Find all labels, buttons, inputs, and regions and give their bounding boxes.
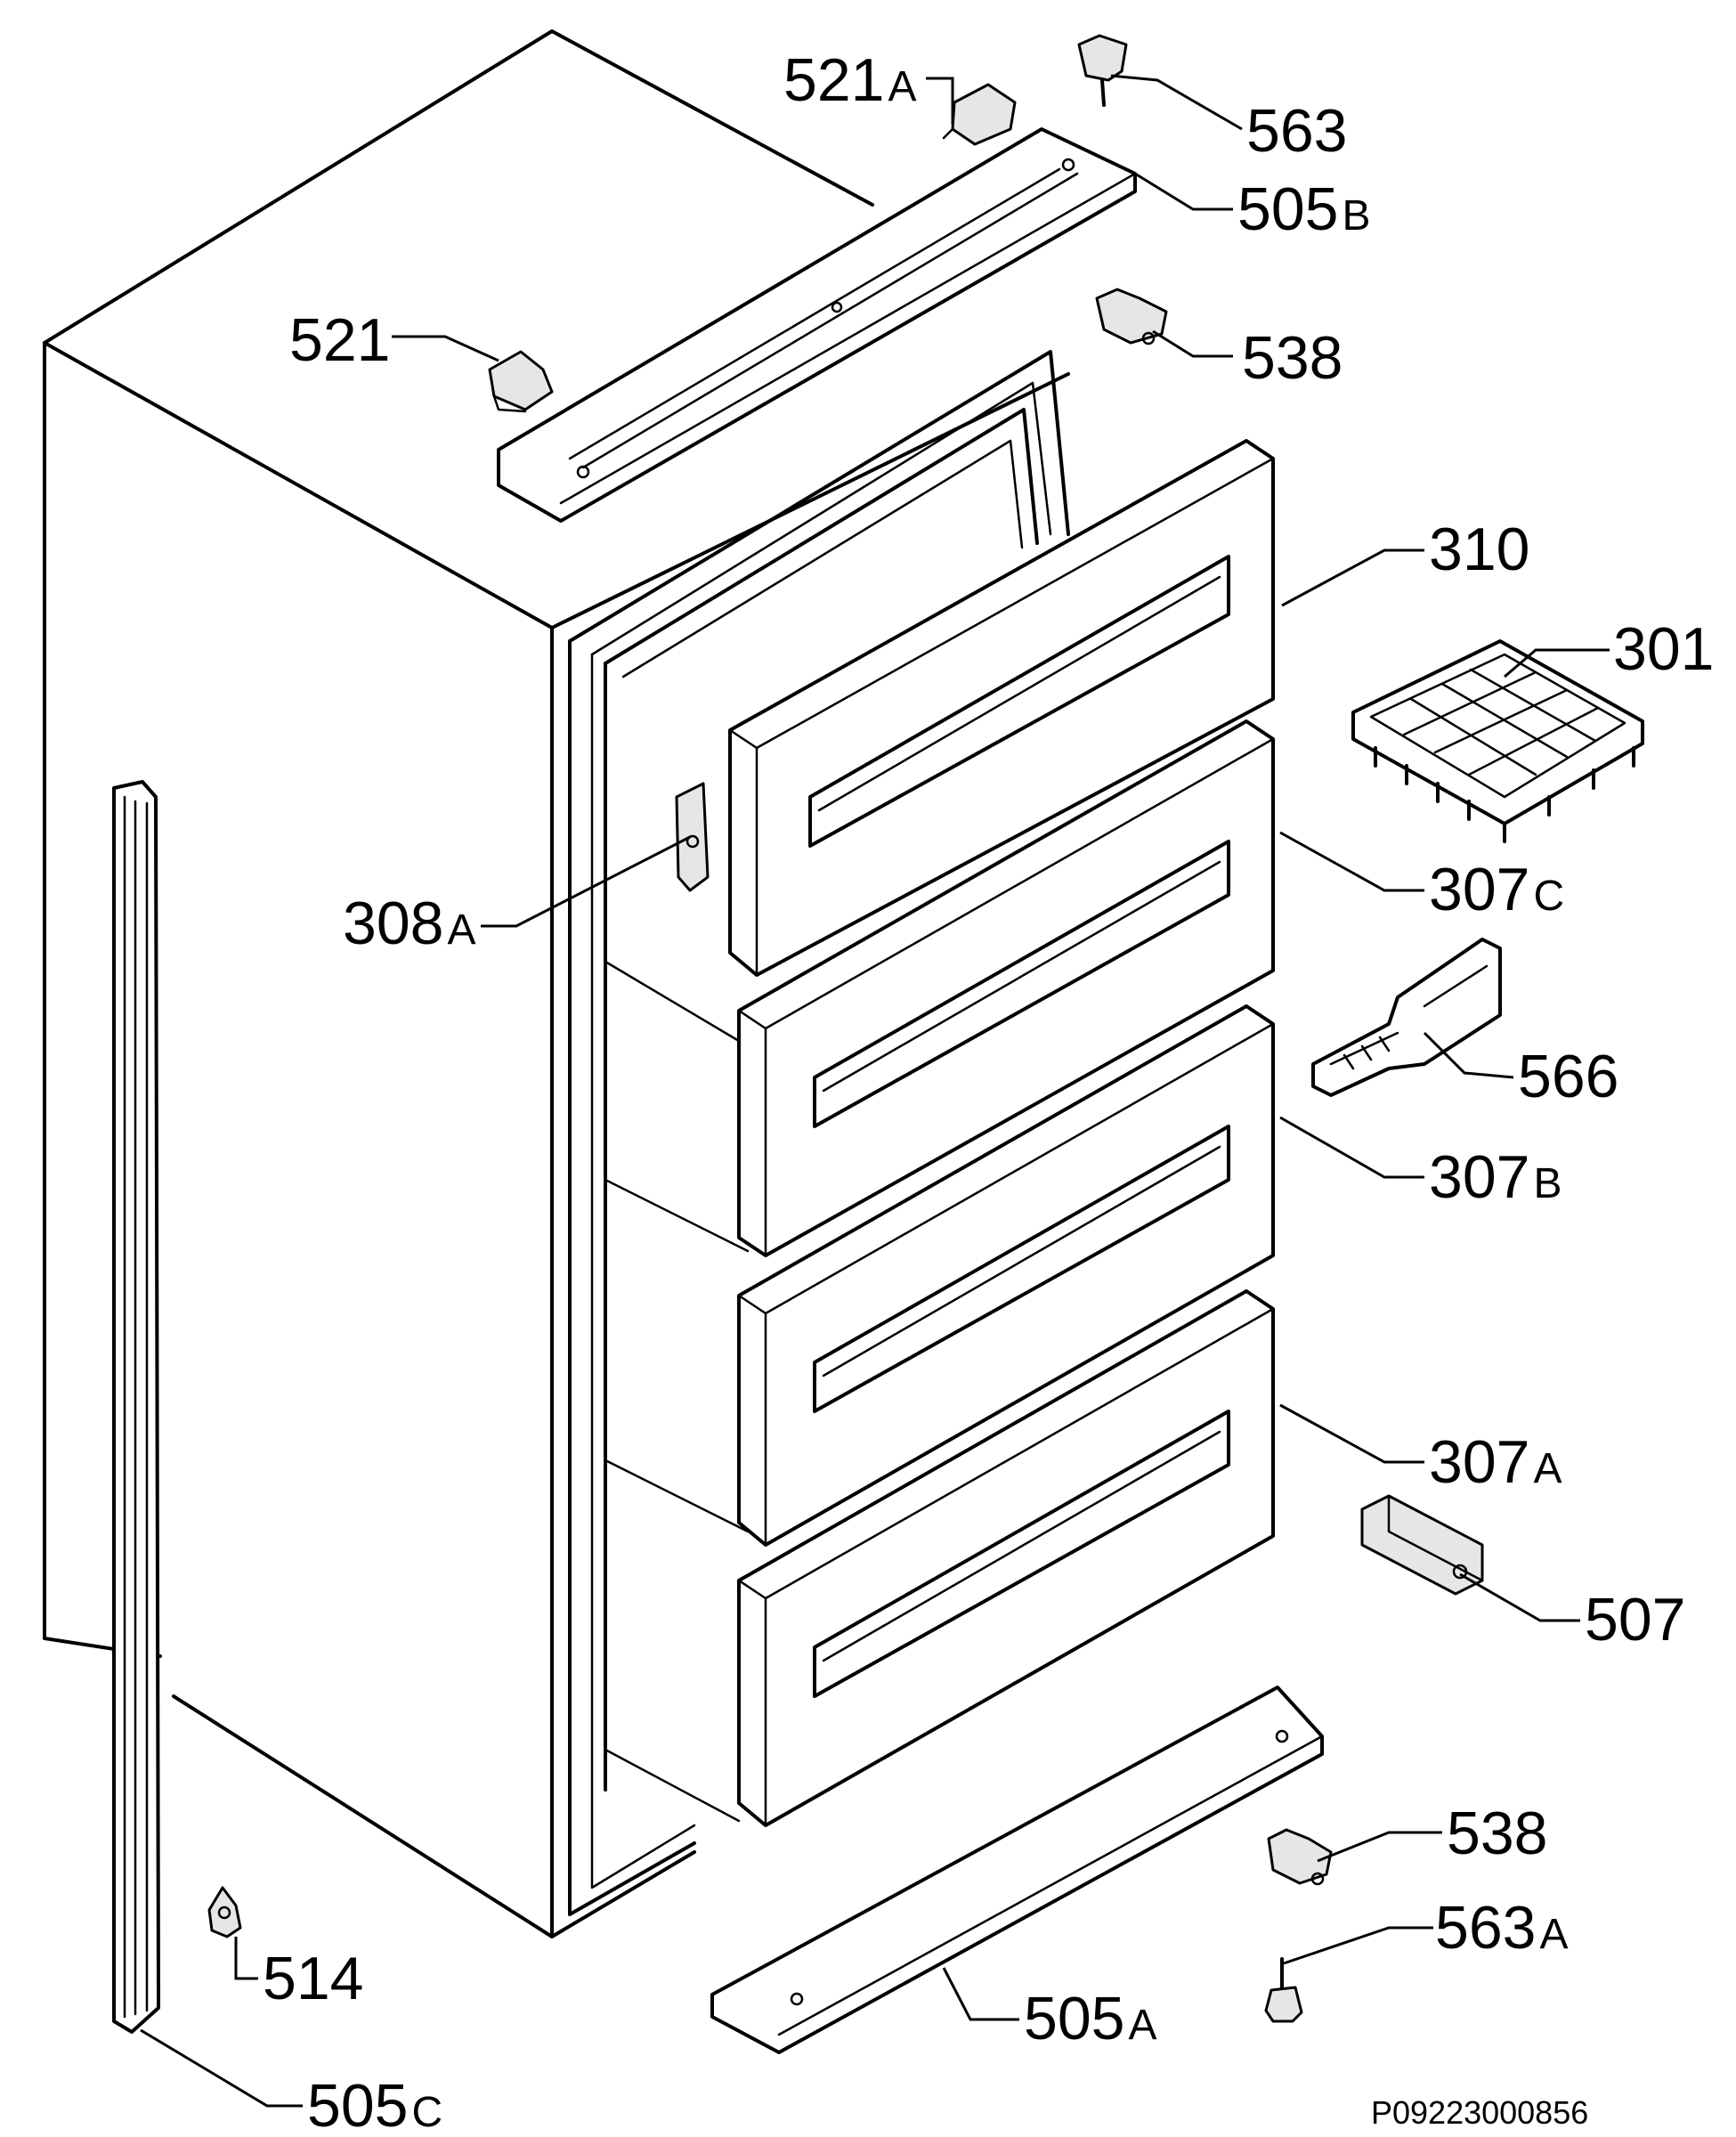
label-307c: 307C <box>1429 856 1564 923</box>
bottom-rail <box>710 1686 1324 2054</box>
label-308a: 308A <box>343 890 475 957</box>
bracket-507 <box>1360 1494 1484 1596</box>
pin-563 <box>1077 34 1128 107</box>
leader-lines <box>140 74 1610 2108</box>
part-labels: 521A 563 505B 521 538 310 301 308A 307C … <box>263 46 1714 2137</box>
label-563: 563 <box>1246 97 1347 165</box>
hinge-cover-521 <box>488 350 554 413</box>
ice-cube-tray-301 <box>1351 639 1644 843</box>
label-505b: 505B <box>1237 175 1370 243</box>
label-514: 514 <box>263 1945 363 2012</box>
hinge-bush-538-bottom <box>1267 1828 1333 1886</box>
label-538-bottom: 538 <box>1447 1800 1547 1867</box>
door-gasket-strip <box>112 780 160 2034</box>
label-507: 507 <box>1585 1586 1685 1654</box>
cabinet-body <box>43 29 1070 1938</box>
label-505c: 505C <box>307 2072 442 2137</box>
label-521a: 521A <box>783 46 916 114</box>
drawer-310 <box>728 439 1275 977</box>
label-505a: 505A <box>1024 1985 1156 2052</box>
ice-scraper-566 <box>1311 938 1502 1097</box>
top-hinge-rail <box>497 127 1137 523</box>
label-310: 310 <box>1429 516 1529 583</box>
label-307a: 307A <box>1429 1428 1562 1496</box>
clip-514 <box>207 1886 242 1938</box>
label-563a: 563A <box>1435 1894 1568 1962</box>
label-521: 521 <box>289 306 390 374</box>
pin-563a <box>1264 1957 1303 2023</box>
drawer-307a <box>604 1289 1275 1827</box>
drawer-307c <box>604 719 1275 1257</box>
label-538-top: 538 <box>1242 324 1343 392</box>
label-301: 301 <box>1613 615 1714 683</box>
drawer-hinge-308a <box>675 782 710 892</box>
hinge-bush-538-top <box>1095 288 1168 345</box>
label-307b: 307B <box>1429 1143 1562 1211</box>
label-566: 566 <box>1518 1043 1618 1110</box>
drawer-307b <box>604 1004 1275 1547</box>
drawing-reference: P09223000856 <box>1371 2094 1588 2131</box>
hinge-cover-521a <box>942 83 1017 146</box>
